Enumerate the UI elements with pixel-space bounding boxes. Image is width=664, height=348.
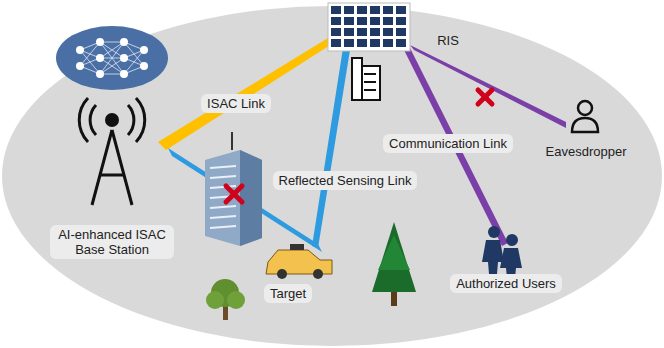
pine-tree <box>372 222 416 306</box>
entity-label: Target <box>264 284 312 303</box>
entity-label: AI-enhanced ISAC Base Station <box>50 225 174 259</box>
office-building <box>352 58 380 100</box>
reflected-sensing-link <box>312 48 350 248</box>
target-car <box>266 244 332 279</box>
person-icon <box>572 101 598 132</box>
entity-label: Eavesdropper <box>546 144 627 159</box>
direct-sensing-link <box>168 148 322 252</box>
link-label: Reflected Sensing Link <box>273 171 418 190</box>
blocking-building <box>205 132 262 246</box>
neural-network-icon <box>56 26 168 90</box>
part-name: RIS <box>437 33 459 48</box>
entity-label: Authorized Users <box>450 274 562 293</box>
tree <box>206 279 245 320</box>
isac-link <box>158 38 335 150</box>
ris-panel <box>328 3 410 51</box>
base-station-tower <box>79 98 145 205</box>
eavesdrop-link <box>410 45 566 128</box>
link-label: Communication Link <box>383 134 513 153</box>
ground-ellipse <box>2 6 662 346</box>
link-label: ISAC Link <box>201 94 271 113</box>
